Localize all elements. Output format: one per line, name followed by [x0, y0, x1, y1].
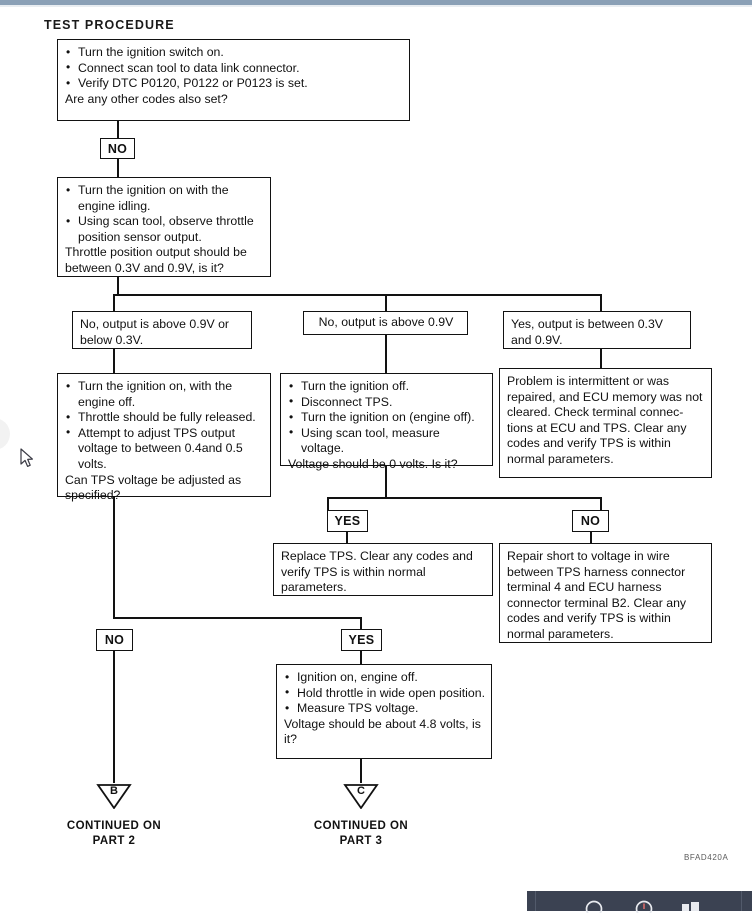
bullet: Turn the ignition off.: [288, 379, 486, 395]
page-title: TEST PROCEDURE: [44, 18, 175, 32]
connector-line: [600, 497, 602, 510]
connector-line: [113, 349, 115, 373]
window-top-lip: [0, 5, 752, 7]
connector-line: [385, 335, 387, 373]
system-taskbar: [527, 891, 752, 911]
connector-line: [360, 617, 362, 629]
connector-line: [346, 532, 348, 543]
mouse-cursor-icon: [20, 448, 34, 468]
bullet: Hold throttle in wide open position.: [284, 686, 485, 702]
connector-line: [590, 532, 592, 543]
step-box-1-bullets: Turn the ignition switch on. Connect sca…: [65, 45, 403, 92]
step-box-left-question: Can TPS voltage be adjusted as specified…: [65, 473, 264, 504]
continued-on-c: CONTINUED ON PART 3: [280, 819, 442, 849]
windows-icon[interactable]: [679, 895, 703, 913]
connector-line: [117, 121, 119, 138]
bullet: Turn the ignition on (engine off).: [288, 410, 486, 426]
decision-chip-yes-middle: YES: [327, 510, 368, 532]
bullet: Connect scan tool to data link connector…: [65, 61, 403, 77]
result-box-right: Problem is intermittent or was repaired,…: [499, 368, 712, 478]
step-box-bottom-bullets: Ignition on, engine off. Hold throttle i…: [284, 670, 485, 717]
continued-on-c-line1: CONTINUED ON: [280, 819, 442, 834]
step-box-bottom: Ignition on, engine off. Hold throttle i…: [276, 664, 492, 759]
taskbar-divider: [741, 891, 742, 911]
step-box-2: Turn the ignition on with the engine idl…: [57, 177, 271, 277]
branch-box-left: No, output is above 0.9V or below 0.3V.: [72, 311, 252, 349]
bullet: Turn the ignition on, with the engine of…: [65, 379, 264, 410]
connector-line: [385, 294, 387, 311]
connector-bus: [113, 617, 362, 619]
step-box-left-bullets: Turn the ignition on, with the engine of…: [65, 379, 264, 473]
figure-code: BFAD420A: [684, 853, 728, 862]
step-box-1: Turn the ignition switch on. Connect sca…: [57, 39, 410, 121]
decision-chip-yes-bottom: YES: [341, 629, 382, 651]
bullet: Verify DTC P0120, P0122 or P0123 is set.: [65, 76, 403, 92]
step-box-bottom-question: Voltage should be about 4.8 volts, is it…: [284, 717, 485, 748]
decision-chip-no-bottom: NO: [96, 629, 133, 651]
bullet: Using scan tool, measure voltage.: [288, 426, 486, 457]
connector-line: [600, 349, 602, 368]
taskbar-divider: [535, 891, 536, 911]
connector-bus: [327, 497, 602, 499]
bullet: Throttle should be fully released.: [65, 410, 264, 426]
connector-line: [360, 759, 362, 783]
branch-box-middle: No, output is above 0.9V: [303, 311, 468, 335]
bullet: Turn the ignition switch on.: [65, 45, 403, 61]
search-icon[interactable]: [583, 895, 605, 913]
continued-on-b: CONTINUED ON PART 2: [33, 819, 195, 849]
connector-line: [360, 651, 362, 664]
connector-line: [117, 159, 119, 177]
decision-chip-no-right: NO: [572, 510, 609, 532]
clock-icon[interactable]: [633, 895, 655, 913]
connector-line: [113, 294, 115, 311]
branch-box-right: Yes, output is between 0.3V and 0.9V.: [503, 311, 691, 349]
bullet: Attempt to adjust TPS output voltage to …: [65, 426, 264, 473]
continued-on-b-line2: PART 2: [33, 834, 195, 849]
bullet: Ignition on, engine off.: [284, 670, 485, 686]
bullet: Measure TPS voltage.: [284, 701, 485, 717]
continued-on-b-line1: CONTINUED ON: [33, 819, 195, 834]
connector-line: [113, 497, 115, 618]
bullet: Turn the ignition on with the engine idl…: [65, 183, 264, 214]
bullet: Disconnect TPS.: [288, 395, 486, 411]
connector-line: [600, 294, 602, 311]
bullet: Using scan tool, observe throttle positi…: [65, 214, 264, 245]
connector-triangle-b: B: [96, 783, 132, 809]
connector-triangle-c: C: [343, 783, 379, 809]
connector-triangle-c-letter: C: [343, 785, 379, 797]
continued-on-c-line2: PART 3: [280, 834, 442, 849]
step-box-2-question: Throttle position output should be betwe…: [65, 245, 264, 276]
result-box-replace-tps: Replace TPS. Clear any codes and verify …: [273, 543, 493, 596]
decision-chip-no-1: NO: [100, 138, 135, 159]
connector-bus: [113, 294, 602, 296]
connector-line: [327, 497, 329, 510]
step-box-left: Turn the ignition on, with the engine of…: [57, 373, 271, 497]
step-box-1-question: Are any other codes also set?: [65, 92, 403, 108]
connector-line: [113, 651, 115, 783]
step-box-middle: Turn the ignition off. Disconnect TPS. T…: [280, 373, 493, 466]
step-box-middle-bullets: Turn the ignition off. Disconnect TPS. T…: [288, 379, 486, 457]
step-box-middle-question: Voltage should be 0 volts. Is it?: [288, 457, 486, 473]
step-box-2-bullets: Turn the ignition on with the engine idl…: [65, 183, 264, 245]
result-box-repair-short: Repair short to voltage in wire between …: [499, 543, 712, 643]
connector-line: [117, 277, 119, 295]
connector-line: [385, 466, 387, 498]
connector-triangle-b-letter: B: [96, 785, 132, 797]
scroll-affordance[interactable]: [0, 418, 10, 450]
